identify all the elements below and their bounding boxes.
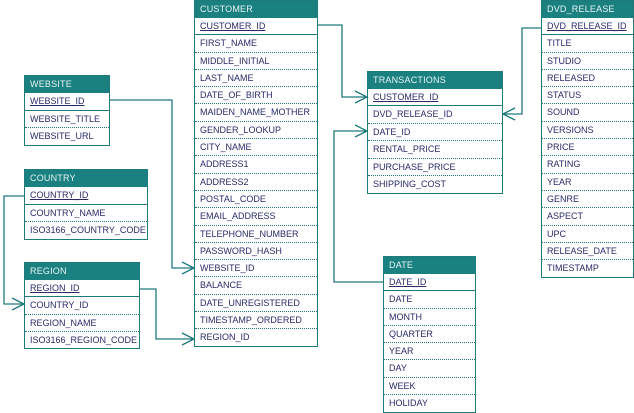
field-customer-id[interactable]: CUSTOMER_ID bbox=[368, 89, 502, 107]
field-city-name[interactable]: CITY_NAME bbox=[195, 139, 317, 157]
field-gender-lookup[interactable]: GENDER_LOOKUP bbox=[195, 122, 317, 140]
field-iso3166-region-code[interactable]: ISO3166_REGION_CODE bbox=[30, 335, 138, 346]
field-purchase-price[interactable]: PURCHASE_PRICE bbox=[368, 159, 502, 176]
field-last-name[interactable]: LAST_NAME bbox=[195, 70, 317, 88]
field-region-id[interactable]: REGION_ID bbox=[200, 332, 250, 343]
country-region-relationship bbox=[3, 195, 25, 311]
field-timestamp-ordered[interactable]: TIMESTAMP_ORDERED bbox=[195, 312, 317, 330]
field-holiday[interactable]: HOLIDAY bbox=[389, 398, 428, 409]
field-rating[interactable]: RATING bbox=[542, 156, 633, 174]
field-date-of-birth[interactable]: DATE_OF_BIRTH bbox=[195, 87, 317, 105]
entity-date-title: DATE bbox=[384, 257, 475, 274]
field-postal-code[interactable]: POSTAL_CODE bbox=[195, 191, 317, 209]
field-dvd-release-id[interactable]: DVD_RELEASE_ID bbox=[368, 106, 502, 124]
field-aspect[interactable]: ASPECT bbox=[542, 208, 633, 226]
field-first-name[interactable]: FIRST_NAME bbox=[195, 35, 317, 53]
field-address2[interactable]: ADDRESS2 bbox=[195, 174, 317, 191]
field-website-id[interactable]: WEBSITE_ID bbox=[195, 260, 317, 278]
field-iso3166-country-code[interactable]: ISO3166_COUNTRY_CODE bbox=[30, 225, 146, 236]
field-sound[interactable]: SOUND bbox=[542, 104, 633, 122]
dvd-release-transactions-relationship bbox=[502, 27, 541, 121]
field-upc[interactable]: UPC bbox=[542, 226, 633, 243]
entity-transactions-title: TRANSACTIONS bbox=[368, 72, 502, 89]
field-middle-initial[interactable]: MIDDLE_INITIAL bbox=[195, 53, 317, 70]
field-timestamp[interactable]: TIMESTAMP bbox=[547, 263, 599, 274]
field-year[interactable]: YEAR bbox=[384, 343, 475, 361]
field-genre[interactable]: GENRE bbox=[542, 191, 633, 209]
field-shipping-cost[interactable]: SHIPPING_COST bbox=[373, 178, 447, 189]
region-customer-relationship bbox=[140, 288, 195, 346]
field-status[interactable]: STATUS bbox=[542, 87, 633, 105]
field-rental-price[interactable]: RENTAL_PRICE bbox=[368, 141, 502, 159]
field-address1[interactable]: ADDRESS1 bbox=[195, 156, 317, 174]
field-title[interactable]: TITLE bbox=[542, 35, 633, 53]
field-dvd-release-id[interactable]: DVD_RELEASE_ID bbox=[542, 18, 633, 36]
field-date[interactable]: DATE bbox=[384, 291, 475, 309]
field-password-hash[interactable]: PASSWORD_HASH bbox=[195, 243, 317, 261]
field-maiden-name-mother[interactable]: MAIDEN_NAME_MOTHER bbox=[195, 104, 317, 122]
field-week[interactable]: WEEK bbox=[384, 378, 475, 396]
field-release-date[interactable]: RELEASE_DATE bbox=[542, 243, 633, 261]
field-country-id[interactable]: COUNTRY_ID bbox=[25, 187, 147, 205]
field-date-unregistered[interactable]: DATE_UNREGISTERED bbox=[195, 295, 317, 313]
field-year[interactable]: YEAR bbox=[542, 174, 633, 191]
field-website-url[interactable]: WEBSITE_URL bbox=[30, 131, 94, 142]
field-quarter[interactable]: QUARTER bbox=[384, 326, 475, 344]
field-date-id[interactable]: DATE_ID bbox=[368, 124, 502, 142]
field-country-id[interactable]: COUNTRY_ID bbox=[25, 297, 139, 315]
entity-region-title: REGION bbox=[25, 263, 139, 280]
field-day[interactable]: DAY bbox=[384, 360, 475, 378]
field-website-title[interactable]: WEBSITE_TITLE bbox=[25, 111, 109, 129]
field-region-name[interactable]: REGION_NAME bbox=[25, 315, 139, 333]
field-country-name[interactable]: COUNTRY_NAME bbox=[25, 205, 147, 223]
field-studio[interactable]: STUDIO bbox=[542, 53, 633, 70]
entity-website-title: WEBSITE bbox=[25, 76, 109, 93]
field-customer-id[interactable]: CUSTOMER_ID bbox=[195, 18, 317, 36]
field-balance[interactable]: BALANCE bbox=[195, 277, 317, 295]
entity-customer-title: CUSTOMER bbox=[195, 1, 317, 18]
field-released[interactable]: RELEASED bbox=[542, 70, 633, 88]
field-region-id[interactable]: REGION_ID bbox=[25, 280, 139, 298]
field-price[interactable]: PRICE bbox=[542, 139, 633, 157]
field-date-id[interactable]: DATE_ID bbox=[384, 274, 475, 292]
field-email-address[interactable]: EMAIL_ADDRESS bbox=[195, 208, 317, 226]
entity-dvd-release-title: DVD_RELEASE bbox=[542, 1, 633, 18]
field-versions[interactable]: VERSIONS bbox=[542, 122, 633, 140]
field-month[interactable]: MONTH bbox=[384, 309, 475, 326]
field-website-id[interactable]: WEBSITE_ID bbox=[25, 93, 109, 111]
entity-country-title: COUNTRY bbox=[25, 170, 147, 187]
field-telephone-number[interactable]: TELEPHONE_NUMBER bbox=[195, 226, 317, 243]
customer-transactions-relationship bbox=[318, 24, 368, 104]
